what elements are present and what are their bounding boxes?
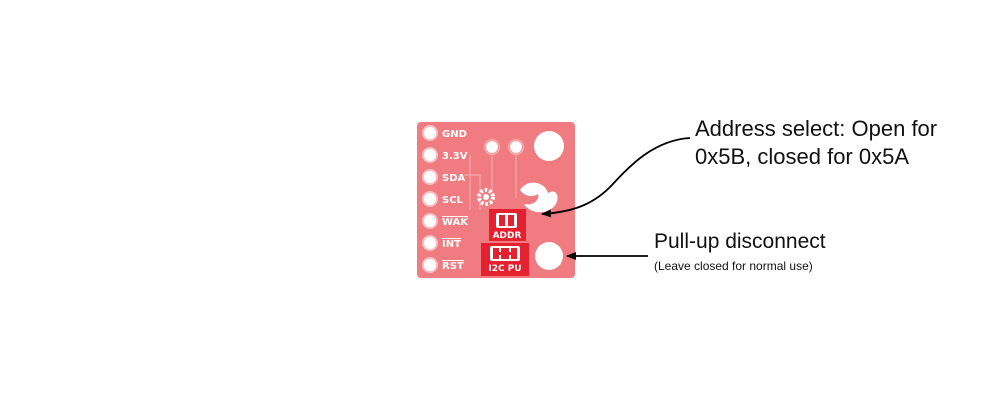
pin-label-gnd: GND — [442, 129, 467, 140]
pcb-body — [417, 122, 575, 278]
addr-jumper-label: ADDR — [493, 231, 522, 241]
pin-pad-33v — [422, 147, 438, 163]
pin-pad-rst — [422, 257, 438, 273]
address-callout-line2: 0x5B, closed for 0x5A — [695, 144, 910, 169]
pullup-jumper-label: I2C PU — [488, 264, 521, 274]
pin-label-wak: WAK — [442, 217, 469, 228]
address-callout-line1: Address select: Open for — [695, 116, 938, 141]
pin-pad-wak — [422, 213, 438, 229]
address-callout-arrow — [541, 137, 691, 218]
flame-logo-icon — [520, 182, 558, 213]
pin-label-sda: SDA — [442, 173, 466, 184]
pin-label-scl: SCL — [442, 195, 464, 206]
pin-label-33v: 3.3V — [442, 151, 468, 162]
pin-pad-scl — [422, 191, 438, 207]
via-hole — [507, 138, 525, 156]
pin-pad-sda — [422, 169, 438, 185]
pin-pad-int — [422, 235, 438, 251]
mounting-hole-top — [534, 131, 564, 161]
addr-jumper: ADDR — [489, 209, 526, 241]
via-hole — [483, 138, 501, 156]
pin-label-int: INT — [442, 239, 461, 250]
gear-logo-icon — [477, 188, 495, 206]
pullup-jumper: I2C PU — [481, 243, 529, 276]
mounting-hole-bottom — [535, 242, 563, 270]
pullup-callout-title: Pull-up disconnect — [654, 230, 826, 253]
pin-header: GND 3.3V SDA SCL WAK INT RST — [422, 125, 469, 273]
pcb-board: GND 3.3V SDA SCL WAK INT RST ADDR — [417, 122, 575, 278]
pin-label-rst: RST — [442, 261, 464, 272]
pin-pad-gnd — [422, 125, 438, 141]
pullup-callout-note: (Leave closed for normal use) — [654, 259, 813, 273]
